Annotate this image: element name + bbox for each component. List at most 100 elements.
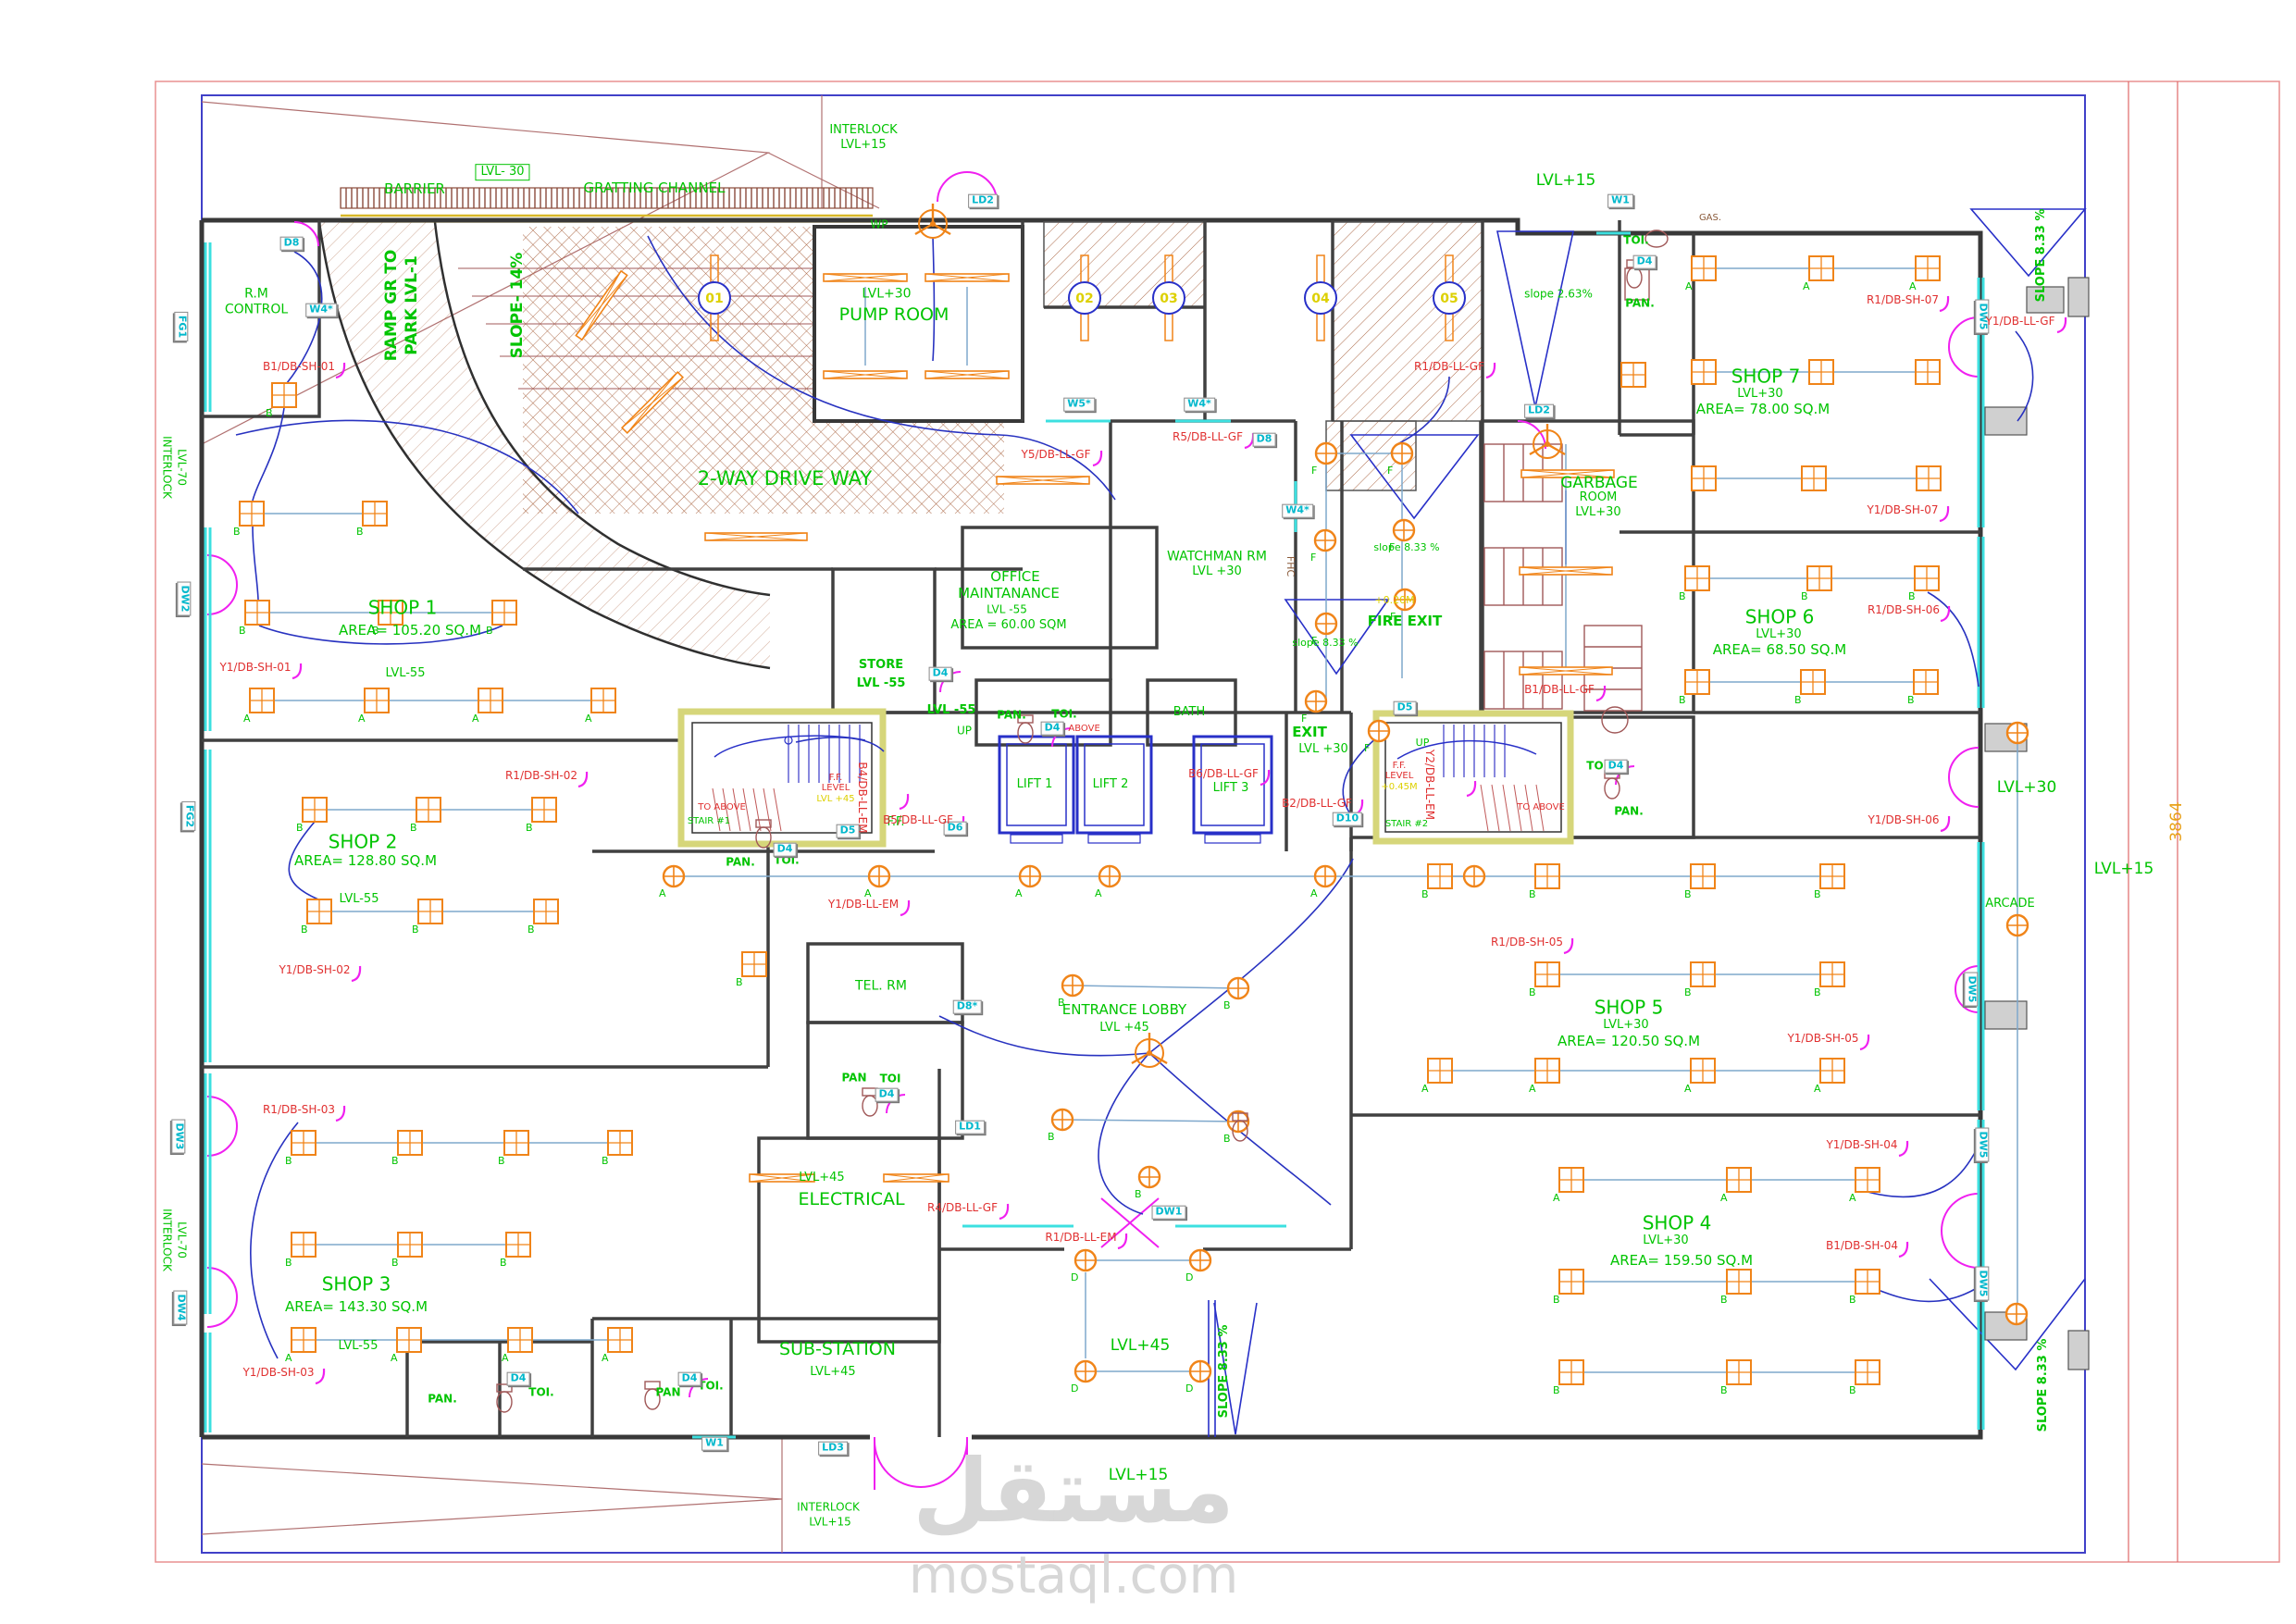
circuit-letter: D bbox=[1071, 1271, 1078, 1283]
circuit-letter: A bbox=[1529, 1083, 1536, 1095]
circuit-letter: B bbox=[1058, 997, 1065, 1009]
wc-fixture bbox=[644, 1381, 661, 1390]
ceiling-fan-symbol bbox=[1529, 442, 1548, 456]
light-fixture-symbol bbox=[704, 532, 808, 541]
plan-label: PAN. bbox=[726, 855, 755, 869]
circuit-letter: B bbox=[1529, 986, 1536, 998]
db-feeder-tag: Y1/DB-SH-02 bbox=[279, 963, 351, 976]
plan-label: LVL+15 bbox=[1108, 1466, 1169, 1485]
plan-label: EXIT bbox=[1292, 724, 1327, 741]
grid-bubble-number: 02 bbox=[1075, 291, 1093, 306]
opening-tag: D5 bbox=[1393, 700, 1417, 715]
circuit-letter: A bbox=[602, 1352, 609, 1364]
plan-label: LVL+30 bbox=[1575, 505, 1621, 520]
plan-label: +0.45M bbox=[1381, 781, 1418, 792]
plan-label: SHOP 7 bbox=[1731, 365, 1801, 388]
plan-label: LVL+15 bbox=[840, 138, 887, 153]
plan-label: PAN. bbox=[1614, 804, 1644, 818]
db-feeder-tag: B1/DB-SH-04 bbox=[1826, 1239, 1898, 1252]
feeder-hook bbox=[351, 965, 362, 983]
grid-bubble-number: 03 bbox=[1160, 291, 1177, 306]
plan-label: LEVEL bbox=[821, 782, 850, 793]
light-fixture-symbol bbox=[575, 269, 628, 341]
plan-label: LVL -55 bbox=[926, 703, 976, 718]
grid-bubble-number: 04 bbox=[1311, 291, 1330, 306]
grid-bubble bbox=[698, 281, 731, 315]
plan-label: LVL+45 bbox=[810, 1365, 856, 1380]
plan-label: OFFICE bbox=[990, 568, 1040, 586]
opening-tag: DW3 bbox=[171, 1119, 186, 1154]
plan-label: LVL+45 bbox=[799, 1171, 845, 1185]
circuit-letter: B bbox=[602, 1155, 609, 1167]
circuit-letter: B bbox=[1223, 999, 1231, 1011]
plan-label: AREA= 68.50 SQ.M bbox=[1712, 641, 1847, 659]
opening-tag: LD2 bbox=[968, 193, 998, 208]
opening-tag: W4* bbox=[1282, 503, 1313, 518]
plan-label: LVL-55 bbox=[338, 1339, 379, 1354]
plan-label: TOI. bbox=[528, 1385, 554, 1399]
opening-tag: LD2 bbox=[1524, 403, 1554, 418]
plan-label: TO ABOVE bbox=[1517, 801, 1565, 812]
circuit-letter: A bbox=[1421, 1083, 1429, 1095]
feeder-hook bbox=[1466, 780, 1477, 798]
opening-tag: LD3 bbox=[818, 1441, 848, 1456]
plan-label: 3864 bbox=[2167, 801, 2187, 842]
plan-label: LVL+30 bbox=[1756, 627, 1802, 642]
plan-label: +0.20M bbox=[1374, 594, 1415, 607]
grid-bubble bbox=[1304, 281, 1337, 315]
opening-tag: D8 bbox=[279, 236, 304, 251]
feeder-hook bbox=[1898, 1241, 1909, 1258]
circuit-letter: B bbox=[1553, 1294, 1560, 1306]
circuit-letter: A bbox=[502, 1352, 509, 1364]
feeder-hook bbox=[999, 1203, 1010, 1221]
circuit-letter: B bbox=[1421, 888, 1429, 900]
feeder-hook bbox=[900, 899, 911, 917]
db-feeder-tag: Y1/DB-SH-04 bbox=[1826, 1138, 1898, 1151]
feeder-hook bbox=[1940, 605, 1951, 623]
plan-label: LVL+30 bbox=[1737, 387, 1783, 402]
db-feeder-tag: R1/DB-SH-03 bbox=[262, 1103, 336, 1116]
circuit-letter: B bbox=[1908, 590, 1916, 602]
circuit-letter: B bbox=[500, 1257, 507, 1269]
plan-label: BATH bbox=[1173, 705, 1206, 720]
db-feeder-tag: B1/DB-LL-GF bbox=[1524, 683, 1595, 696]
opening-tag: W4* bbox=[1184, 397, 1215, 412]
plan-label: PARK LVL-1 bbox=[403, 255, 422, 355]
plan-label: FIRE EXIT bbox=[1367, 613, 1443, 630]
feeder-hook bbox=[1939, 295, 1950, 313]
plan-label: PAN. bbox=[428, 1392, 457, 1406]
plan-label: PAN. bbox=[1625, 296, 1655, 310]
plan-label: WATCHMAN RM bbox=[1167, 549, 1267, 564]
ceiling-fan-symbol bbox=[1147, 1050, 1152, 1056]
feeder-hook bbox=[1117, 1233, 1128, 1250]
circuit-letter: B bbox=[1720, 1294, 1728, 1306]
feeder-hook bbox=[1859, 1034, 1870, 1051]
circuit-letter: B bbox=[1849, 1294, 1856, 1306]
wc-fixture bbox=[1017, 714, 1034, 724]
plan-label: CONTROL bbox=[224, 302, 289, 317]
plan-label: AREA= 78.00 SQ.M bbox=[1695, 401, 1831, 418]
circuit-letter: B bbox=[1048, 1131, 1055, 1143]
plan-label: LEVEL bbox=[1384, 770, 1414, 781]
light-fixture-symbol bbox=[925, 273, 1010, 282]
light-fixture-symbol bbox=[1520, 469, 1615, 478]
feeder-hook bbox=[1898, 1140, 1909, 1158]
plan-label: GARBAGE bbox=[1560, 474, 1638, 493]
circuit-letter: B bbox=[412, 924, 419, 936]
db-feeder-tag: B4/DB-LL-EM bbox=[856, 762, 869, 834]
opening-tag: D8 bbox=[1252, 432, 1276, 447]
ceiling-fan-symbol bbox=[1148, 1051, 1168, 1065]
light-fixture-symbol bbox=[823, 273, 908, 282]
light-fixture-symbol bbox=[823, 370, 908, 379]
circuit-letter: B bbox=[1814, 888, 1821, 900]
plan-label: WP bbox=[870, 217, 888, 231]
db-feeder-tag: R1/DB-SH-05 bbox=[1490, 936, 1564, 948]
circuit-letter: A bbox=[472, 713, 479, 725]
db-feeder-tag: Y2/DB-LL-EM bbox=[1423, 749, 1436, 821]
circuit-letter: B bbox=[1814, 986, 1821, 998]
plan-label: PAN bbox=[841, 1071, 867, 1085]
circuit-letter: B bbox=[285, 1155, 292, 1167]
plan-label: PAN. bbox=[997, 708, 1026, 722]
grid-bubble bbox=[1068, 281, 1101, 315]
circuit-letter: B bbox=[410, 822, 417, 834]
